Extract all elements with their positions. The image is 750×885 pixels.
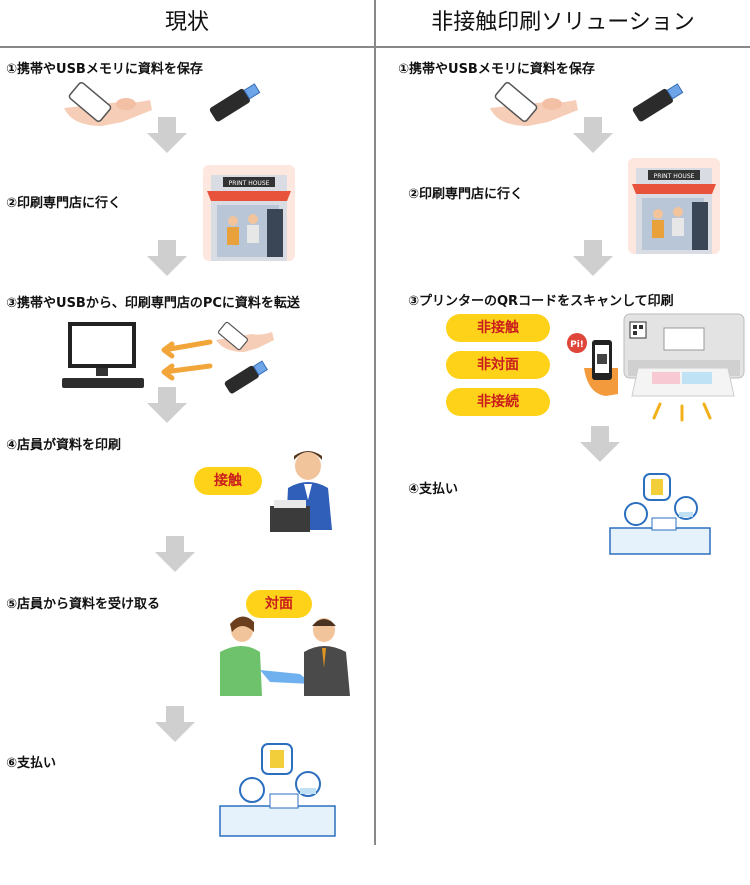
- hand-holding-phone-icon: [216, 321, 274, 352]
- down-arrow-icon: [573, 240, 613, 276]
- left-step-4: ④店員が資料を印刷: [6, 438, 122, 453]
- left-step-2: ②印刷専門店に行く: [6, 196, 122, 211]
- down-arrow-icon: [147, 240, 187, 276]
- down-arrow-icon: [155, 536, 195, 572]
- phone-scanning-icon: [584, 340, 618, 396]
- left-step-5: ⑤店員から資料を受け取る: [6, 597, 161, 612]
- staff-printing-icon: [270, 451, 332, 532]
- right-column-title: 非接触印刷ソリューション: [431, 10, 695, 35]
- phone-bubble-text: Pi!: [570, 340, 584, 350]
- right-step-2: ②印刷専門店に行く: [408, 187, 524, 202]
- down-arrow-icon: [573, 117, 613, 153]
- column-divider: [374, 0, 376, 845]
- print-shop-icon: PRINT HOUSE: [203, 165, 295, 261]
- hand-holding-phone-icon: [490, 81, 578, 126]
- usb-stick-icon: [224, 360, 268, 394]
- printer-icon: [623, 313, 745, 422]
- usb-stick-icon: [632, 83, 684, 122]
- cashless-payment-icon: [219, 743, 336, 837]
- right-step-1: ①携帯やUSBメモリに資料を保存: [398, 62, 595, 77]
- non-face-badge: 非対面: [446, 351, 550, 379]
- right-step-3: ③プリンターのQRコードをスキャンして印刷: [408, 294, 674, 309]
- shop-sign-text: PRINT HOUSE: [654, 173, 695, 180]
- usb-stick-icon: [209, 83, 261, 122]
- down-arrow-icon: [147, 387, 187, 423]
- down-arrow-icon: [147, 117, 187, 153]
- left-step-3: ③携帯やUSBから、印刷専門店のPCに資料を転送: [6, 296, 300, 311]
- desktop-pc-icon: [62, 322, 144, 388]
- hand-holding-phone-icon: [64, 81, 152, 126]
- contact-badge: 接触: [194, 467, 262, 495]
- face-to-face-badge: 対面: [246, 590, 312, 618]
- non-connection-badge: 非接続: [446, 388, 550, 416]
- left-step-1: ①携帯やUSBメモリに資料を保存: [6, 62, 203, 77]
- shop-sign-text: PRINT HOUSE: [229, 180, 270, 187]
- right-step-4: ④支払い: [408, 482, 459, 497]
- cashless-payment-icon: [609, 473, 711, 555]
- transfer-arrow-icon: [161, 339, 213, 381]
- left-column-title: 現状: [164, 10, 209, 35]
- print-shop-icon: PRINT HOUSE: [628, 158, 720, 254]
- speech-bubble-icon: Pi!: [567, 333, 587, 353]
- down-arrow-icon: [155, 706, 195, 742]
- document-handover-icon: [220, 616, 350, 696]
- contactless-badge: 非接触: [446, 314, 550, 342]
- down-arrow-icon: [580, 426, 620, 462]
- left-step-6: ⑥支払い: [6, 756, 57, 771]
